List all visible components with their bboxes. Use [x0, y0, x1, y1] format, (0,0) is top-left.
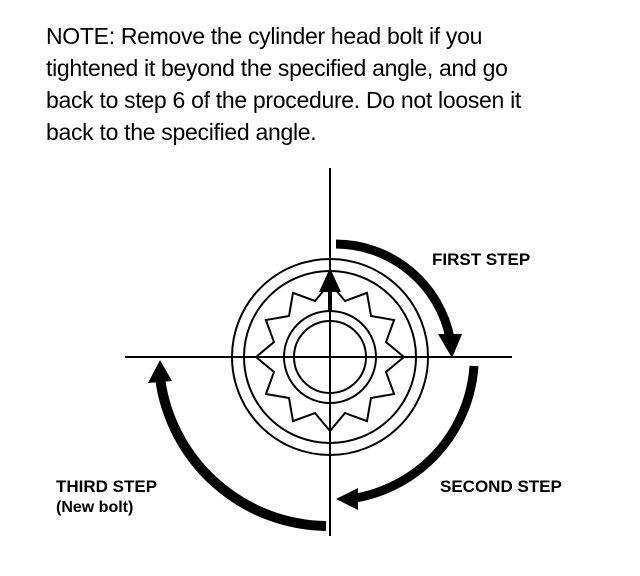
bolt-outer-washer — [231, 258, 429, 456]
third-step-sublabel: (New bolt) — [56, 499, 133, 516]
second-step-arrow — [336, 365, 479, 510]
second-step-label: SECOND STEP — [440, 477, 562, 496]
note-text: NOTE: Remove the cylinder head bolt if y… — [46, 20, 626, 148]
bolt-center — [293, 320, 367, 394]
first-step-label: FIRST STEP — [432, 250, 530, 269]
note-line-4: back to the specified angle. — [46, 119, 317, 145]
reference-mark-arrow — [319, 268, 341, 311]
first-step-arrow — [335, 239, 462, 358]
note-line-3: back to step 6 of the procedure. Do not … — [46, 87, 521, 113]
bolt-12-point-head — [254, 281, 406, 433]
third-step-arrow — [148, 360, 327, 531]
note-line-1: NOTE: Remove the cylinder head bolt if y… — [46, 23, 483, 49]
note-line-2: tightened it beyond the specified angle,… — [46, 55, 508, 81]
third-step-label: THIRD STEP — [56, 477, 157, 496]
